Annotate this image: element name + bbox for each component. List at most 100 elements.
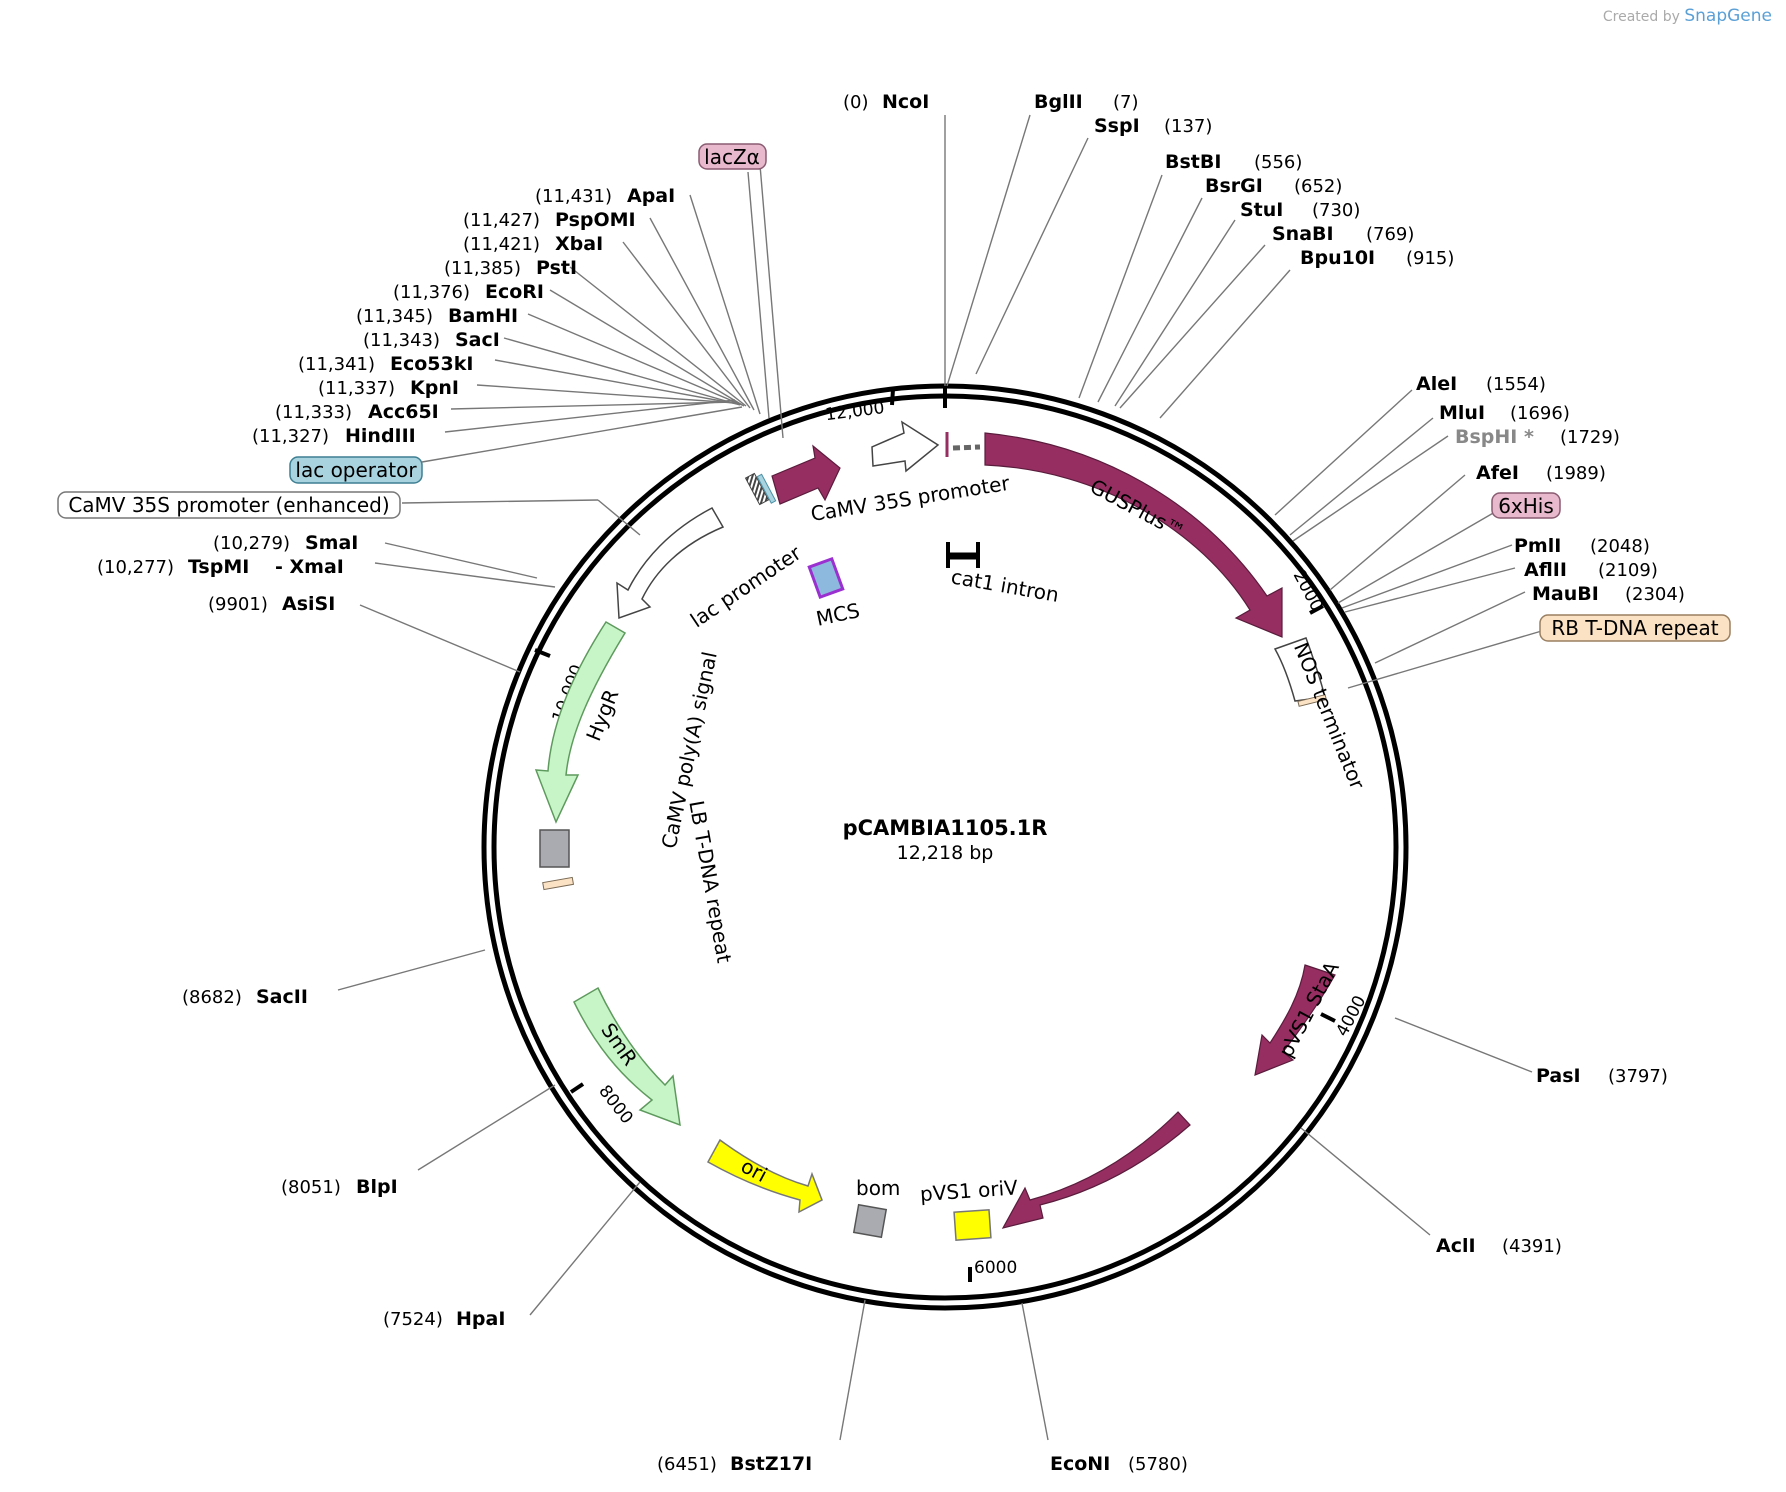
enzyme-position: (769)	[1366, 224, 1414, 245]
enzyme-name: MluI	[1439, 402, 1485, 424]
enzyme-tspmi[interactable]: (10,277) TspMI - XmaI	[97, 556, 344, 578]
tick-label-2000: 2000	[1289, 567, 1327, 615]
enzyme-name: BstZ17I	[730, 1453, 812, 1475]
lb-repeat-mark[interactable]	[542, 876, 575, 891]
enzyme-position: (730)	[1312, 200, 1360, 221]
enzyme-smai[interactable]: (10,279) SmaI	[213, 532, 358, 554]
enzyme-hpai[interactable]: (7524) HpaI	[383, 1308, 505, 1330]
lb-repeat-label: LB T-DNA repeat	[684, 799, 736, 965]
enzyme-name: BstBI	[1165, 151, 1221, 173]
enzyme-pspomi[interactable]: (11,427) PspOMI	[463, 209, 636, 231]
enzyme-pasi[interactable]: PasI (3797)	[1536, 1065, 1668, 1087]
bom-box[interactable]	[852, 1203, 888, 1239]
enzyme-position: (10,279)	[213, 533, 290, 554]
enzyme-blpi[interactable]: (8051) BlpI	[281, 1176, 398, 1198]
plasmid-name: pCAMBIA1105.1R	[843, 816, 1048, 840]
enzyme-snabi[interactable]: SnaBI (769)	[1272, 223, 1414, 245]
enzyme-name: KpnI	[410, 377, 459, 399]
mcs-box[interactable]	[807, 556, 845, 600]
enzyme-name: PasI	[1536, 1065, 1581, 1087]
enzyme-hindiii[interactable]: (11,327) HindIII	[252, 425, 416, 447]
enzyme-psti[interactable]: (11,385) PstI	[444, 257, 577, 279]
enzyme-name: AsiSI	[282, 593, 335, 615]
enzyme-position: (3797)	[1608, 1066, 1668, 1087]
tick-10000	[534, 648, 551, 658]
camv35s-promoter-arrow[interactable]	[871, 420, 940, 473]
enzyme-position: (915)	[1406, 248, 1454, 269]
lacz-mark[interactable]	[756, 473, 777, 504]
sixhis-label-box[interactable]: 6xHis	[1491, 492, 1561, 519]
enzyme-position: (11,427)	[463, 210, 540, 231]
camv-enhanced-arrow[interactable]	[771, 444, 841, 505]
ori-arrow[interactable]	[706, 1138, 823, 1214]
enzyme-position: (2109)	[1598, 560, 1658, 581]
enzyme-aflii[interactable]: AflII (2109)	[1524, 559, 1658, 581]
enzyme-name: AclI	[1436, 1235, 1476, 1257]
enzyme-name: NcoI	[882, 91, 929, 113]
enzyme-bglii[interactable]: BglII (7)	[1034, 91, 1139, 113]
enzyme-xbai[interactable]: (11,421) XbaI	[463, 233, 603, 255]
lac-promoter-label: lac promoter	[686, 540, 806, 632]
enzyme-position: (11,385)	[444, 258, 521, 279]
enzyme-pmli[interactable]: PmlI (2048)	[1514, 535, 1650, 557]
snapgene-logo: SnapGene	[1684, 6, 1772, 26]
enzyme-name: Acc65I	[368, 401, 439, 423]
enzyme-sacii[interactable]: (8682) SacII	[182, 986, 308, 1008]
enzyme-name: Bpu10I	[1300, 247, 1375, 269]
rb-repeat-mark[interactable]	[1297, 694, 1327, 707]
enzyme-alei[interactable]: AleI (1554)	[1416, 373, 1546, 395]
hygr-arrow[interactable]	[534, 620, 627, 824]
enzyme-name: StuI	[1240, 199, 1283, 221]
enzyme-acc65i[interactable]: (11,333) Acc65I	[275, 401, 439, 423]
pvs1-repa-arrow[interactable]	[1001, 1111, 1191, 1229]
enzyme-acli[interactable]: AclI (4391)	[1436, 1235, 1562, 1257]
enzyme-bamhi[interactable]: (11,345) BamHI	[356, 305, 518, 327]
enzyme-ncoi[interactable]: (0) NcoI	[843, 91, 929, 113]
enzyme-apai[interactable]: (11,431) ApaI	[535, 185, 675, 207]
enzyme-position: (652)	[1294, 176, 1342, 197]
lac-promoter-arrow[interactable]	[616, 507, 725, 620]
enzyme-name: MauBI	[1532, 583, 1599, 605]
rb-repeat-label-box[interactable]: RB T-DNA repeat	[1539, 614, 1731, 642]
enzyme-saci[interactable]: (11,343) SacI	[363, 329, 500, 351]
enzyme-econi[interactable]: EcoNI (5780)	[1050, 1453, 1188, 1475]
camv-polya-box[interactable]	[539, 829, 570, 868]
camv-enhanced-label-box[interactable]: CaMV 35S promoter (enhanced)	[57, 491, 401, 519]
enzyme-afei[interactable]: AfeI (1989)	[1476, 462, 1606, 484]
bom-label: bom	[856, 1176, 900, 1200]
enzyme-bsrgi[interactable]: BsrGI (652)	[1205, 175, 1342, 197]
enzyme-kpni[interactable]: (11,337) KpnI	[318, 377, 459, 399]
enzyme-eco53ki[interactable]: (11,341) Eco53kI	[298, 353, 473, 375]
enzyme-maubi[interactable]: MauBI (2304)	[1532, 583, 1685, 605]
cat1-intron-mark[interactable]	[946, 542, 980, 568]
enzyme-stui[interactable]: StuI (730)	[1240, 199, 1360, 221]
leader-lines	[337, 114, 1546, 1441]
gusplus-arrow[interactable]	[984, 432, 1283, 638]
enzyme-name: PstI	[536, 257, 577, 279]
enzyme-name: ApaI	[627, 185, 675, 207]
enzyme-name: SspI	[1094, 115, 1140, 137]
enzyme-bstz17i[interactable]: (6451) BstZ17I	[657, 1453, 812, 1475]
mcs-label: MCS	[814, 598, 862, 631]
lac-operator-mark[interactable]	[744, 472, 770, 506]
enzyme-ecori[interactable]: (11,376) EcoRI	[393, 281, 544, 303]
enzyme-mlui[interactable]: MluI (1696)	[1439, 402, 1570, 424]
enzyme-bstbi[interactable]: BstBI (556)	[1165, 151, 1302, 173]
enzyme-sspi[interactable]: SspI (137)	[1094, 115, 1212, 137]
enzyme-position: (1554)	[1486, 374, 1546, 395]
enzyme-name: BspHI *	[1455, 426, 1534, 448]
enzyme-name: HpaI	[456, 1308, 505, 1330]
enzyme-name: XbaI	[555, 233, 603, 255]
lac-operator-label-box[interactable]: lac operator	[289, 456, 423, 484]
smr-arrow[interactable]	[573, 986, 681, 1127]
enzyme-name: AleI	[1416, 373, 1457, 395]
enzyme-name: EcoNI	[1050, 1453, 1110, 1475]
lacza-label-box[interactable]: lacZα	[698, 143, 767, 170]
enzyme-asisi[interactable]: (9901) AsiSI	[208, 593, 335, 615]
pvs1-oriv-box[interactable]	[953, 1208, 992, 1241]
enzyme-position: (5780)	[1128, 1454, 1188, 1475]
enzyme-bsphi[interactable]: BspHI * (1729)	[1455, 426, 1620, 448]
enzyme-bpu10i[interactable]: Bpu10I (915)	[1300, 247, 1454, 269]
pvs1-staa-arrow[interactable]	[1254, 964, 1336, 1076]
enzyme-position: (7524)	[383, 1309, 443, 1330]
